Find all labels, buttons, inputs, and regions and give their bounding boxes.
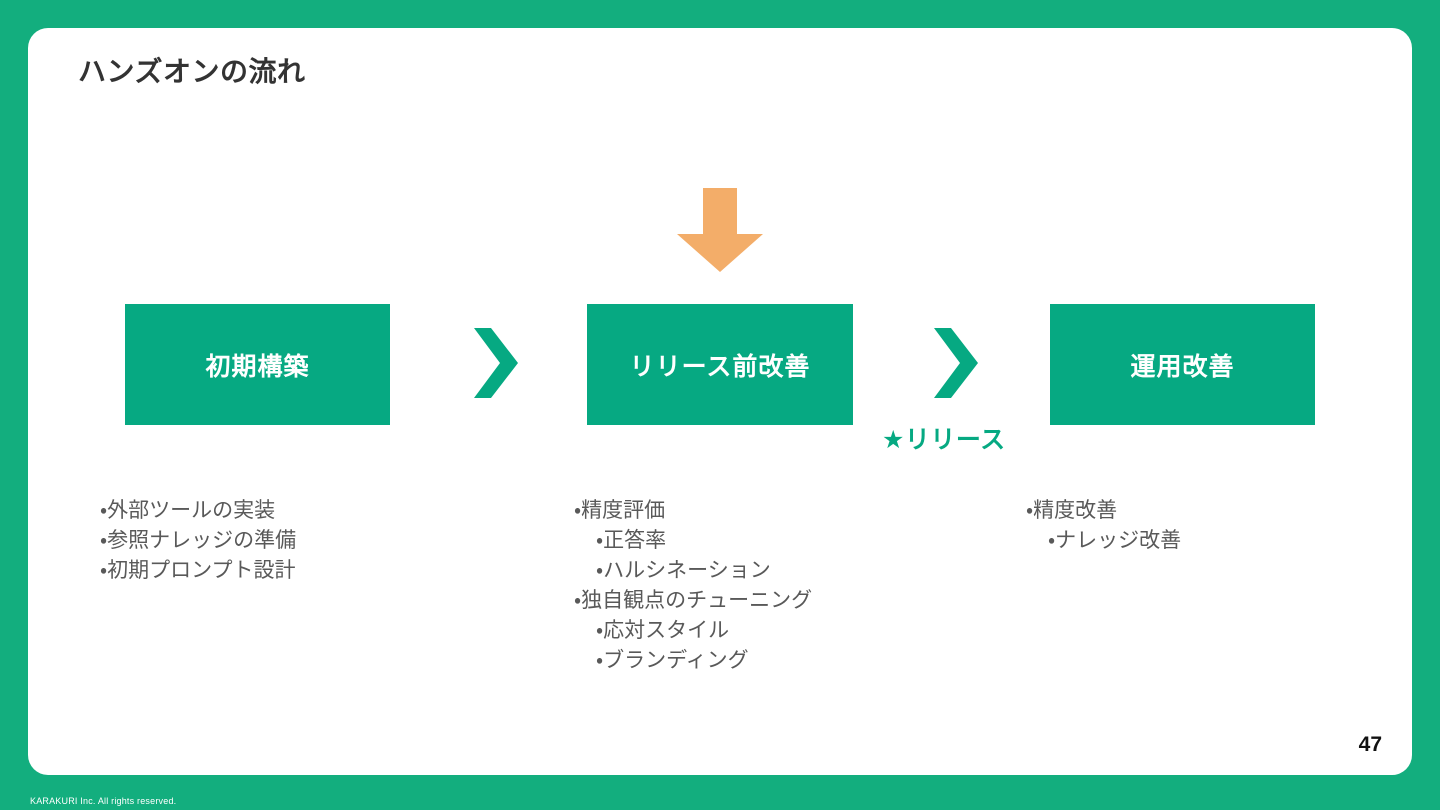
chevron-right-icon <box>930 328 980 398</box>
list-item: ・ナレッジ改善 <box>1048 529 1182 552</box>
step-bullets-1: ・外部ツールの実装 ・参照ナレッジの準備 ・初期プロンプト設計 <box>100 496 296 586</box>
chevron-right-icon <box>470 328 520 398</box>
list-item: ・参照ナレッジの準備 <box>100 529 297 552</box>
list-item: ・精度評価 <box>574 499 666 522</box>
process-step-label: リリース前改善 <box>629 352 811 381</box>
list-item: ・正答率 <box>596 529 667 552</box>
list-item: ・応対スタイル <box>596 619 730 642</box>
process-step-label: 初期構築 <box>205 352 310 381</box>
process-step-box-1[interactable]: 初期構築 <box>125 304 390 425</box>
list-item: ・外部ツールの実装 <box>100 499 276 522</box>
process-step-box-2[interactable]: リリース前改善 <box>587 304 853 425</box>
list-item: ・精度改善 <box>1026 499 1118 522</box>
list-item: ・ブランディング <box>596 649 749 672</box>
page-title: ハンズオンの流れ <box>78 56 306 87</box>
step-bullets-3: ・精度改善 ・ナレッジ改善 <box>1026 496 1181 556</box>
release-marker: ★リリース <box>882 426 1006 454</box>
footer-copyright: KARAKURI Inc. All rights reserved. <box>30 796 177 806</box>
list-item: ・ハルシネーション <box>596 559 771 582</box>
slide-card: ハンズオンの流れ 初期構築 リリース前改善 <box>28 28 1412 775</box>
step-bullets-2: ・精度評価 ・正答率 ・ハルシネーション ・独自観点のチューニング ・応対スタイ… <box>574 496 812 676</box>
arrow-down-icon <box>677 188 763 272</box>
page-number: 47 <box>1358 733 1382 756</box>
process-step-box-3[interactable]: 運用改善 <box>1050 304 1315 425</box>
list-item: ・独自観点のチューニング <box>574 589 813 612</box>
list-item: ・初期プロンプト設計 <box>100 559 296 582</box>
process-step-label: 運用改善 <box>1130 352 1235 381</box>
